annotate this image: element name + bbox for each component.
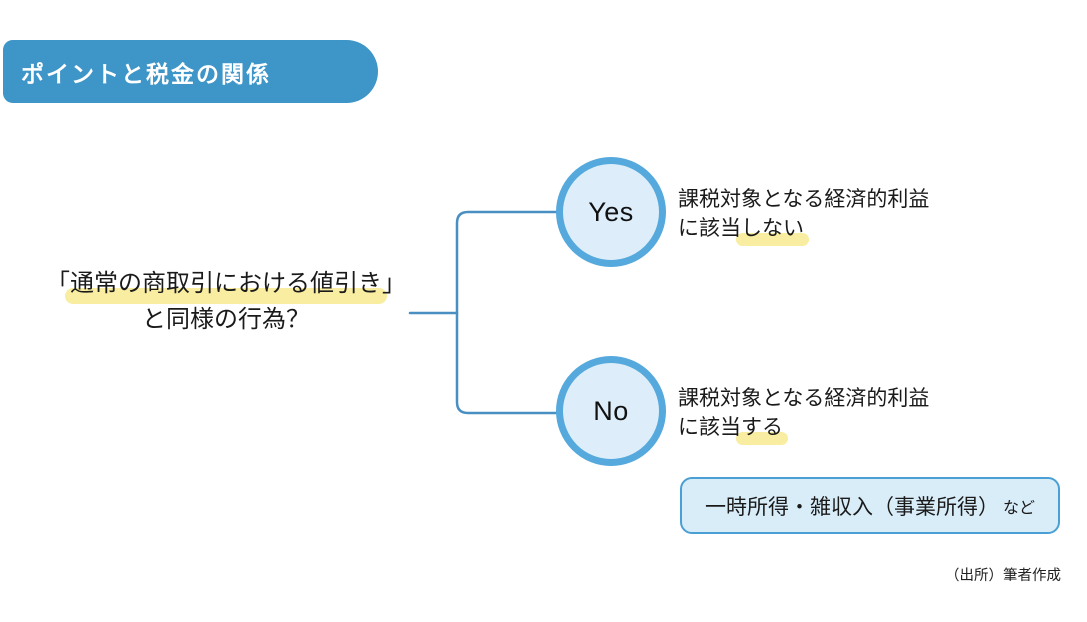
- question-line2: と同様の行為？: [142, 306, 310, 333]
- question-highlighted-phrase: 通常の商取引における値引き: [65, 266, 387, 304]
- no-node-label: No: [593, 395, 629, 426]
- income-type-main: 一時所得・雑収入（事業所得）: [704, 495, 999, 519]
- no-result-highlight: する: [736, 413, 788, 445]
- yes-result-line2-prefix: に該当: [678, 217, 741, 240]
- no-result-line2-prefix: に該当: [678, 416, 741, 439]
- question-line1: 「通常の商取引における値引き」: [0, 266, 452, 304]
- question-open-bracket: 「: [46, 270, 70, 297]
- source-note: （出所）筆者作成: [945, 568, 1061, 584]
- yes-node: Yes: [556, 157, 666, 267]
- diagram-title: ポイントと税金の関係: [21, 60, 271, 87]
- income-type-suffix: など: [1002, 499, 1035, 517]
- no-result-text: 課税対象となる経済的利益 に該当する: [678, 384, 1008, 445]
- income-type-box: 一時所得・雑収入（事業所得） など: [680, 477, 1060, 534]
- title-banner: ポイントと税金の関係: [3, 40, 378, 103]
- question-text: 「通常の商取引における値引き」 と同様の行為？: [0, 266, 452, 338]
- no-result-line2: に該当する: [678, 413, 1008, 445]
- no-node: No: [556, 356, 666, 466]
- yes-node-label: Yes: [588, 196, 634, 227]
- yes-result-highlight: しない: [736, 214, 809, 246]
- yes-result-line2: に該当しない: [678, 214, 1008, 246]
- question-close-bracket: 」: [382, 270, 406, 297]
- yes-result-text: 課税対象となる経済的利益 に該当しない: [678, 185, 1008, 246]
- no-result-line1: 課税対象となる経済的利益: [678, 387, 930, 410]
- yes-result-line1: 課税対象となる経済的利益: [678, 188, 930, 211]
